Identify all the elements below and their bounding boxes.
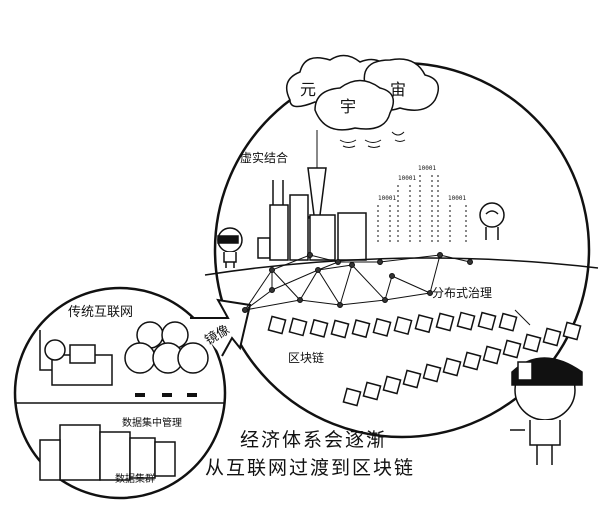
centralized-data-label: 数据集中管理 [122, 416, 182, 429]
blockchain-block [562, 321, 582, 341]
thinking-person-right [479, 202, 505, 240]
crowd-of-people [124, 321, 209, 397]
mirror-arrow [190, 298, 252, 357]
metaverse-cloud: 元 宇 宙 [285, 54, 440, 131]
distributed-governance-label: 分布式治理 [432, 286, 492, 300]
blockchain-label: 区块链 [288, 350, 324, 365]
blockchain-block [442, 357, 462, 377]
blockchain-block [435, 312, 455, 332]
distributed-network [242, 252, 473, 313]
cloud-char-yuan: 元 [300, 80, 316, 99]
blockchain-block [288, 317, 308, 337]
caption-line1: 经济体系会逐渐 [240, 429, 387, 451]
svg-text:10001: 10001 [418, 165, 436, 172]
blockchain-block [267, 315, 287, 335]
traditional-internet-label: 传统互联网 [68, 305, 133, 320]
blockchain-block [414, 314, 434, 334]
blockchain-block [422, 363, 442, 383]
svg-text:10001: 10001 [398, 175, 416, 182]
caption-line2: 从互联网过渡到区块链 [205, 457, 415, 479]
cloud-char-zhou: 宙 [390, 80, 406, 99]
blockchain-block [393, 316, 413, 336]
blockchain-block [477, 311, 497, 331]
ground-line [204, 257, 599, 276]
internet-circle [13, 286, 227, 500]
svg-text:10001: 10001 [378, 195, 396, 202]
virtual-real-label: 虚实结合 [240, 150, 288, 165]
server-racks [39, 424, 176, 481]
blockchain-block [522, 333, 542, 353]
city-buildings [257, 130, 367, 261]
blockchain-block [402, 369, 422, 389]
blockchain-block [372, 317, 392, 337]
blockchain-block [362, 381, 382, 401]
blockchain-block [382, 375, 402, 395]
binary-buildings: 10001 10001 10001 10001 [377, 165, 467, 245]
blockchain-block [502, 339, 522, 359]
data-cluster-label: 数据集群 [115, 472, 155, 485]
blockchain-block [351, 319, 371, 339]
blockchain-block [342, 387, 362, 407]
vr-person-left [217, 227, 243, 268]
cloud-char-yu: 宇 [340, 97, 356, 116]
vr-observer [510, 357, 583, 465]
signal-waves-icon [339, 131, 406, 148]
svg-text:10001: 10001 [448, 195, 466, 202]
office-desk-computer [39, 330, 113, 386]
blockchain-block [456, 311, 476, 331]
blockchain-block [330, 319, 350, 339]
blockchain-blocks [267, 311, 582, 407]
blockchain-block [498, 312, 518, 332]
blockchain-block [542, 327, 562, 347]
blockchain-block [482, 345, 502, 365]
blockchain-block [462, 351, 482, 371]
blockchain-block [309, 318, 329, 338]
